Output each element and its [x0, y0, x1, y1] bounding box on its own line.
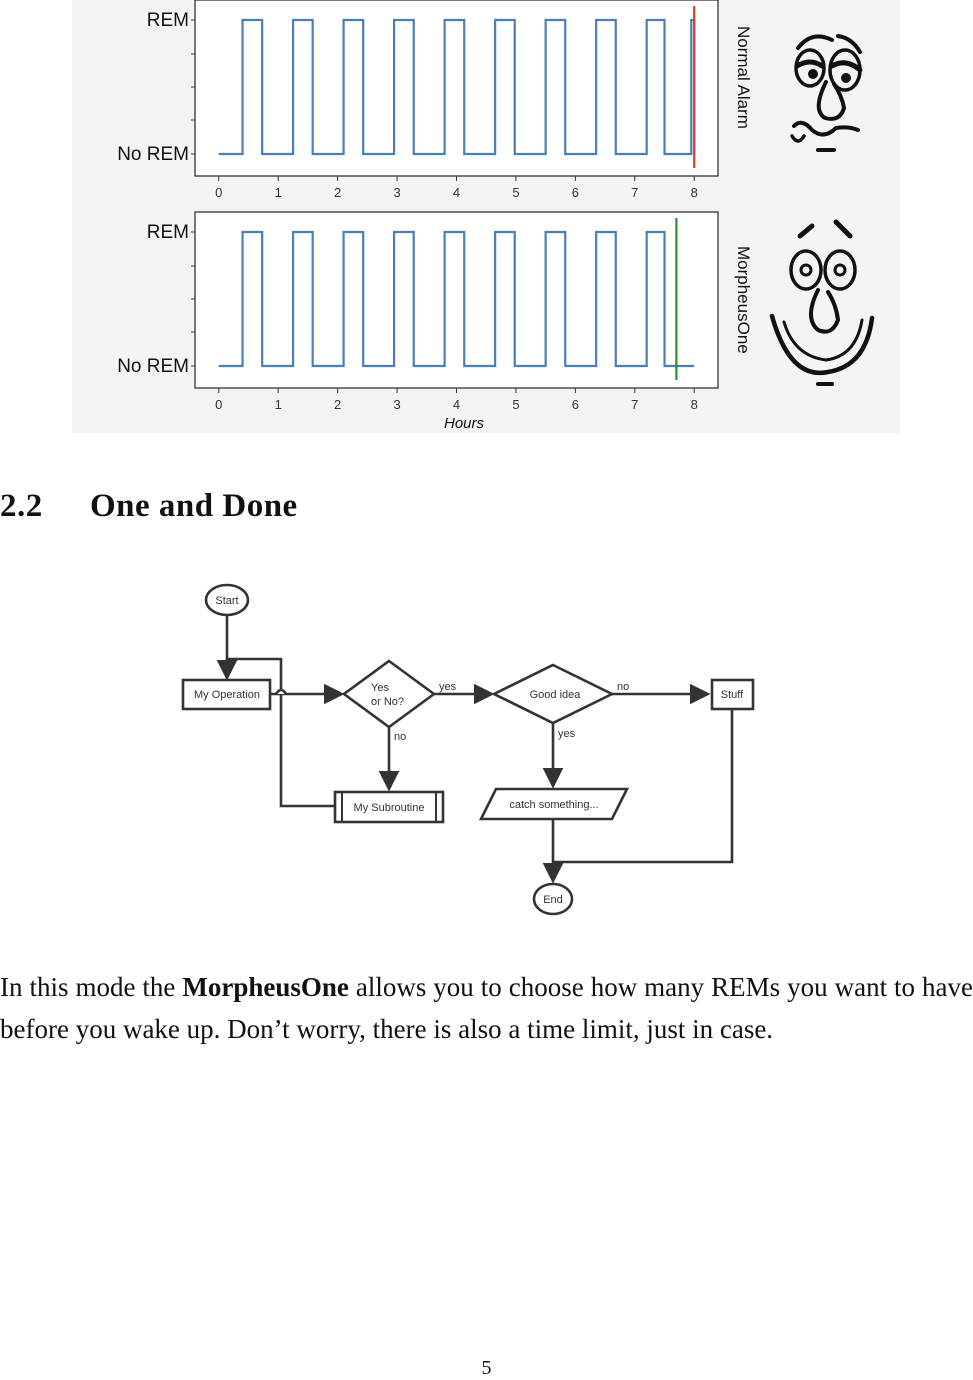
x-tick-label: 4	[453, 397, 460, 412]
stuff-label: Stuff	[721, 689, 744, 701]
yes-label: yes	[558, 728, 576, 740]
decision1-label-line2: or No?	[371, 696, 404, 708]
x-axis-label: Hours	[444, 415, 485, 432]
plot-area	[218, 6, 696, 168]
y-tick-label: No REM	[117, 356, 189, 377]
product-name: MorpheusOne	[182, 972, 349, 1002]
no-label: no	[394, 731, 406, 743]
section-title: One and Done	[90, 488, 298, 524]
connector	[227, 657, 336, 808]
x-tick-label: 3	[393, 397, 400, 412]
decision1-label-line1: Yes	[371, 682, 389, 694]
end-node	[532, 882, 574, 916]
y-axis: REM No REM	[117, 10, 195, 165]
chart-side-label: Normal Alarm	[734, 26, 753, 129]
x-tick-label: 6	[572, 397, 579, 412]
stuff-node	[710, 678, 755, 711]
tired-face-icon	[790, 34, 863, 152]
io-label: catch something...	[509, 799, 598, 811]
x-tick-label: 7	[631, 397, 638, 412]
x-tick-label: 4	[453, 185, 460, 200]
chart-frame	[194, 211, 719, 389]
x-tick-label: 8	[691, 185, 698, 200]
end-label: End	[543, 894, 563, 906]
x-tick-label: 2	[334, 185, 341, 200]
yes-label: yes	[439, 681, 457, 693]
page-number: 5	[481, 1357, 492, 1379]
subroutine-node	[333, 790, 445, 824]
x-axis: 0 1 2 3 4 5 6 7 8	[215, 388, 698, 412]
y-axis: REM No REM	[117, 222, 195, 377]
decision2-label: Good idea	[530, 689, 582, 701]
connector	[553, 709, 734, 864]
start-node	[204, 583, 250, 617]
chart-side-label: MorpheusOne	[734, 246, 753, 354]
x-tick-label: 0	[215, 397, 222, 412]
x-tick-label: 5	[512, 185, 519, 200]
chart-frame	[194, 0, 719, 177]
operation-label: My Operation	[194, 689, 260, 701]
start-label: Start	[215, 595, 238, 607]
operation-node	[181, 678, 272, 711]
y-tick-label: REM	[147, 10, 189, 31]
y-tick-label: No REM	[117, 144, 189, 165]
subroutine-label: My Subroutine	[354, 802, 425, 814]
decision-node-1	[341, 659, 437, 729]
y-tick-label: REM	[147, 222, 189, 243]
rem-series-line	[218, 18, 696, 156]
x-tick-label: 1	[275, 185, 282, 200]
x-tick-label: 2	[334, 397, 341, 412]
x-axis: 0 1 2 3 4 5 6 7 8	[215, 176, 698, 200]
decision-node-2	[491, 663, 615, 725]
x-tick-label: 8	[691, 397, 698, 412]
section-heading: 2.2 One and Done	[0, 488, 298, 525]
sleep-cycle-figure: REM No REM 0 1 2 3 4 5 6 7 8 Normal Alarm REM No R…	[72, 0, 900, 433]
paragraph-text-before: In this mode the	[0, 972, 183, 1002]
x-tick-label: 1	[275, 397, 282, 412]
section-number: 2.2	[0, 488, 43, 524]
x-tick-label: 3	[393, 185, 400, 200]
x-tick-label: 5	[512, 397, 519, 412]
x-tick-label: 7	[631, 185, 638, 200]
body-paragraph: In this mode the MorpheusOne allows you …	[0, 966, 973, 1050]
morpheusone-chart: REM No REM 0 1 2 3 4 5 6 7 8 MorpheusOne Hours	[117, 211, 753, 432]
paragraph-text-after: allows you to choose how many REMs you w…	[0, 972, 973, 1044]
x-tick-label: 6	[572, 185, 579, 200]
io-node	[478, 787, 630, 821]
connector-jump	[274, 688, 288, 695]
x-tick-label: 0	[215, 185, 222, 200]
normal-alarm-chart: REM No REM 0 1 2 3 4 5 6 7 8 Normal Alarm	[117, 0, 753, 200]
happy-face-icon	[769, 219, 875, 386]
no-label: no	[617, 681, 629, 693]
rem-series-line	[218, 230, 695, 368]
flowchart: Start My Operation Yes or No? yes no Goo…	[181, 583, 755, 916]
plot-area	[218, 218, 695, 380]
